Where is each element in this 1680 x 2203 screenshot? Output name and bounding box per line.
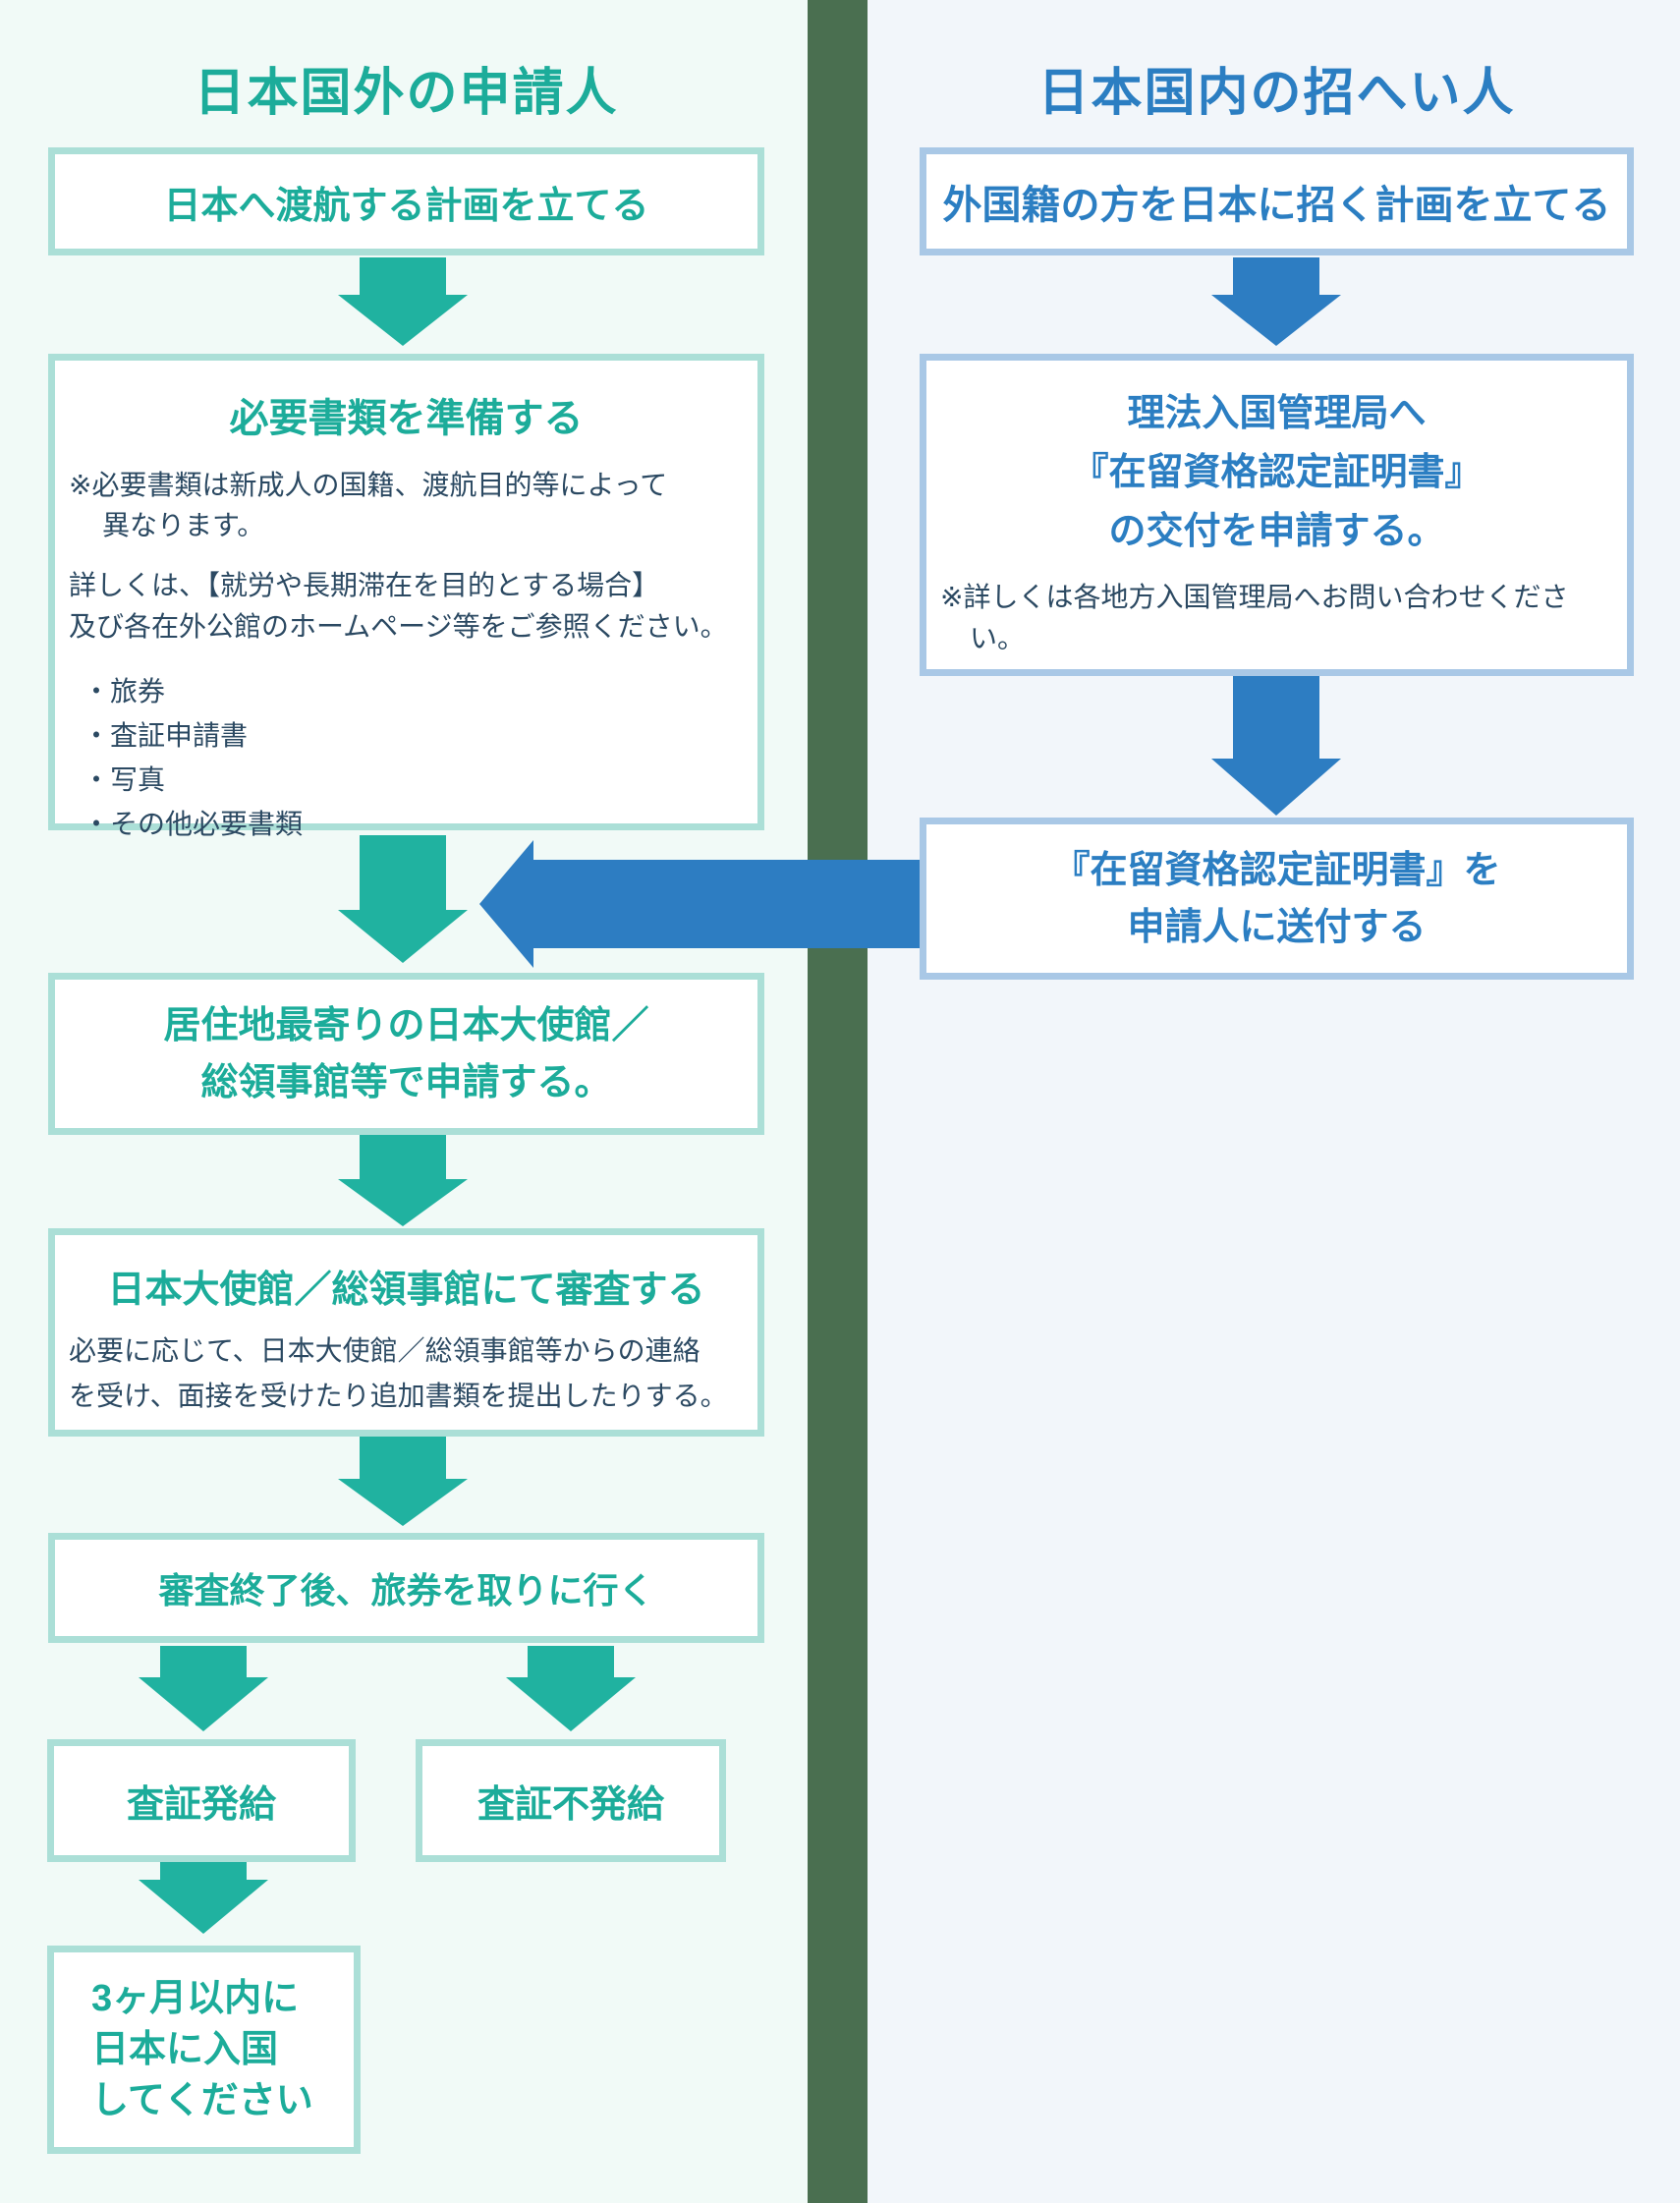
flow-box-title: 日本大使館／総領事館にて審査する [107, 1270, 705, 1311]
flow-box-apply-embassy: 居住地最寄りの日本大使館／ 総領事館等で申請する。 [48, 973, 764, 1135]
flow-box-title: 理法入国管理局へ 『在留資格認定証明書』 の交付を申請する。 [940, 384, 1613, 561]
left-arrow-icon [479, 840, 924, 968]
flow-box-apply-coe: 理法入国管理局へ 『在留資格認定証明書』 の交付を申請する。 ※詳しくは各地方入… [920, 354, 1634, 676]
down-arrow-icon [338, 1135, 468, 1226]
title-line: してください [91, 2080, 313, 2121]
list-item: ・旅券 [83, 676, 166, 706]
note-line: 異なります。 [102, 510, 265, 540]
title-line: 総領事館等で申請する。 [200, 1061, 612, 1103]
title-line: 居住地最寄りの日本大使館／ [163, 1004, 649, 1046]
list-item: ・その他必要書類 [83, 809, 304, 839]
down-arrow-icon [139, 1646, 268, 1731]
detail-line: 必要に応じて、日本大使館／総領事館等からの連絡 [69, 1335, 700, 1366]
note-line: ※詳しくは各地方入国管理局へお問い合わせくださ [940, 582, 1569, 612]
right-column-header: 日本国内の招へい人 [1037, 65, 1516, 122]
screening-detail: 必要に応じて、日本大使館／総領事館等からの連絡 を受け、面接を受けたり追加書類を… [69, 1328, 744, 1419]
down-arrow-icon [139, 1862, 268, 1934]
down-arrow-icon [1211, 257, 1341, 346]
note-line: ※必要書類は新成人の国籍、渡航目的等によって [69, 470, 668, 500]
down-arrow-icon [1211, 676, 1341, 816]
note-line: い。 [970, 623, 1026, 653]
down-arrow-icon [338, 1437, 468, 1526]
down-arrow-icon [338, 835, 468, 963]
flow-box-title: 査証不発給 [476, 1784, 664, 1826]
flow-box-enter-japan: 3ヶ月以内に 日本に入国 してください [47, 1946, 361, 2154]
coe-note: ※詳しくは各地方入国管理局へお問い合わせくださ い。 [940, 577, 1613, 659]
title-line: 理法入国管理局へ [1127, 393, 1427, 434]
detail-line: 及び各在外公館のホームページ等をご参照ください。 [69, 611, 728, 642]
flow-box-title: 居住地最寄りの日本大使館／ 総領事館等で申請する。 [55, 997, 757, 1111]
down-arrow-icon [506, 1646, 636, 1731]
flow-box-title: 3ヶ月以内に 日本に入国 してください [91, 1973, 354, 2126]
left-column-header: 日本国外の申請人 [194, 65, 619, 122]
title-line: 日本に入国 [91, 2029, 279, 2070]
flow-box-prepare-documents: 必要書類を準備する ※必要書類は新成人の国籍、渡航目的等によって 異なります。 … [48, 354, 764, 839]
list-item: ・査証申請書 [83, 720, 249, 751]
title-line: 3ヶ月以内に [91, 1978, 300, 2019]
title-line: 申請人に送付する [1127, 906, 1427, 948]
column-divider [808, 0, 868, 2203]
flow-box-plan-invite: 外国籍の方を日本に招く計画を立てる [920, 147, 1634, 255]
flow-box-title: 必要書類を準備する [229, 397, 584, 440]
flow-box-screening: 日本大使館／総領事館にて審査する 必要に応じて、日本大使館／総領事館等からの連絡… [48, 1228, 764, 1437]
documents-list: ・旅券 ・査証申請書 ・写真 ・その他必要書類 [83, 669, 744, 846]
flow-box-title: 外国籍の方を日本に招く計画を立てる [942, 184, 1611, 227]
flow-box-title: 『在留資格認定証明書』を 申請人に送付する [926, 842, 1627, 956]
detail-line: を受け、面接を受けたり追加書類を提出したりする。 [69, 1381, 728, 1411]
documents-detail: 詳しくは、【就労や長期滞在を目的とする場合】 及び各在外公館のホームページ等をご… [69, 565, 744, 648]
down-arrow-icon [338, 257, 468, 346]
list-item: ・写真 [83, 764, 166, 795]
title-line: の交付を申請する。 [1108, 511, 1445, 552]
flow-box-title: 日本へ渡航する計画を立てる [163, 185, 649, 227]
flow-box-visa-issued: 査証発給 [47, 1739, 356, 1862]
flow-box-collect-passport: 審査終了後、旅券を取りに行く [48, 1533, 764, 1643]
flow-box-send-coe: 『在留資格認定証明書』を 申請人に送付する [920, 818, 1634, 980]
detail-line: 詳しくは、【就労や長期滞在を目的とする場合】 [69, 570, 660, 600]
flow-box-visa-not-issued: 査証不発給 [416, 1739, 726, 1862]
title-line: 『在留資格認定証明書』を [1052, 849, 1501, 891]
flow-box-plan-travel: 日本へ渡航する計画を立てる [48, 147, 764, 255]
flow-box-title: 査証発給 [126, 1784, 276, 1826]
flow-box-title: 審査終了後、旅券を取りに行く [158, 1570, 654, 1610]
title-line: 『在留資格認定証明書』 [1071, 452, 1483, 493]
documents-note: ※必要書類は新成人の国籍、渡航目的等によって 異なります。 [69, 465, 744, 545]
